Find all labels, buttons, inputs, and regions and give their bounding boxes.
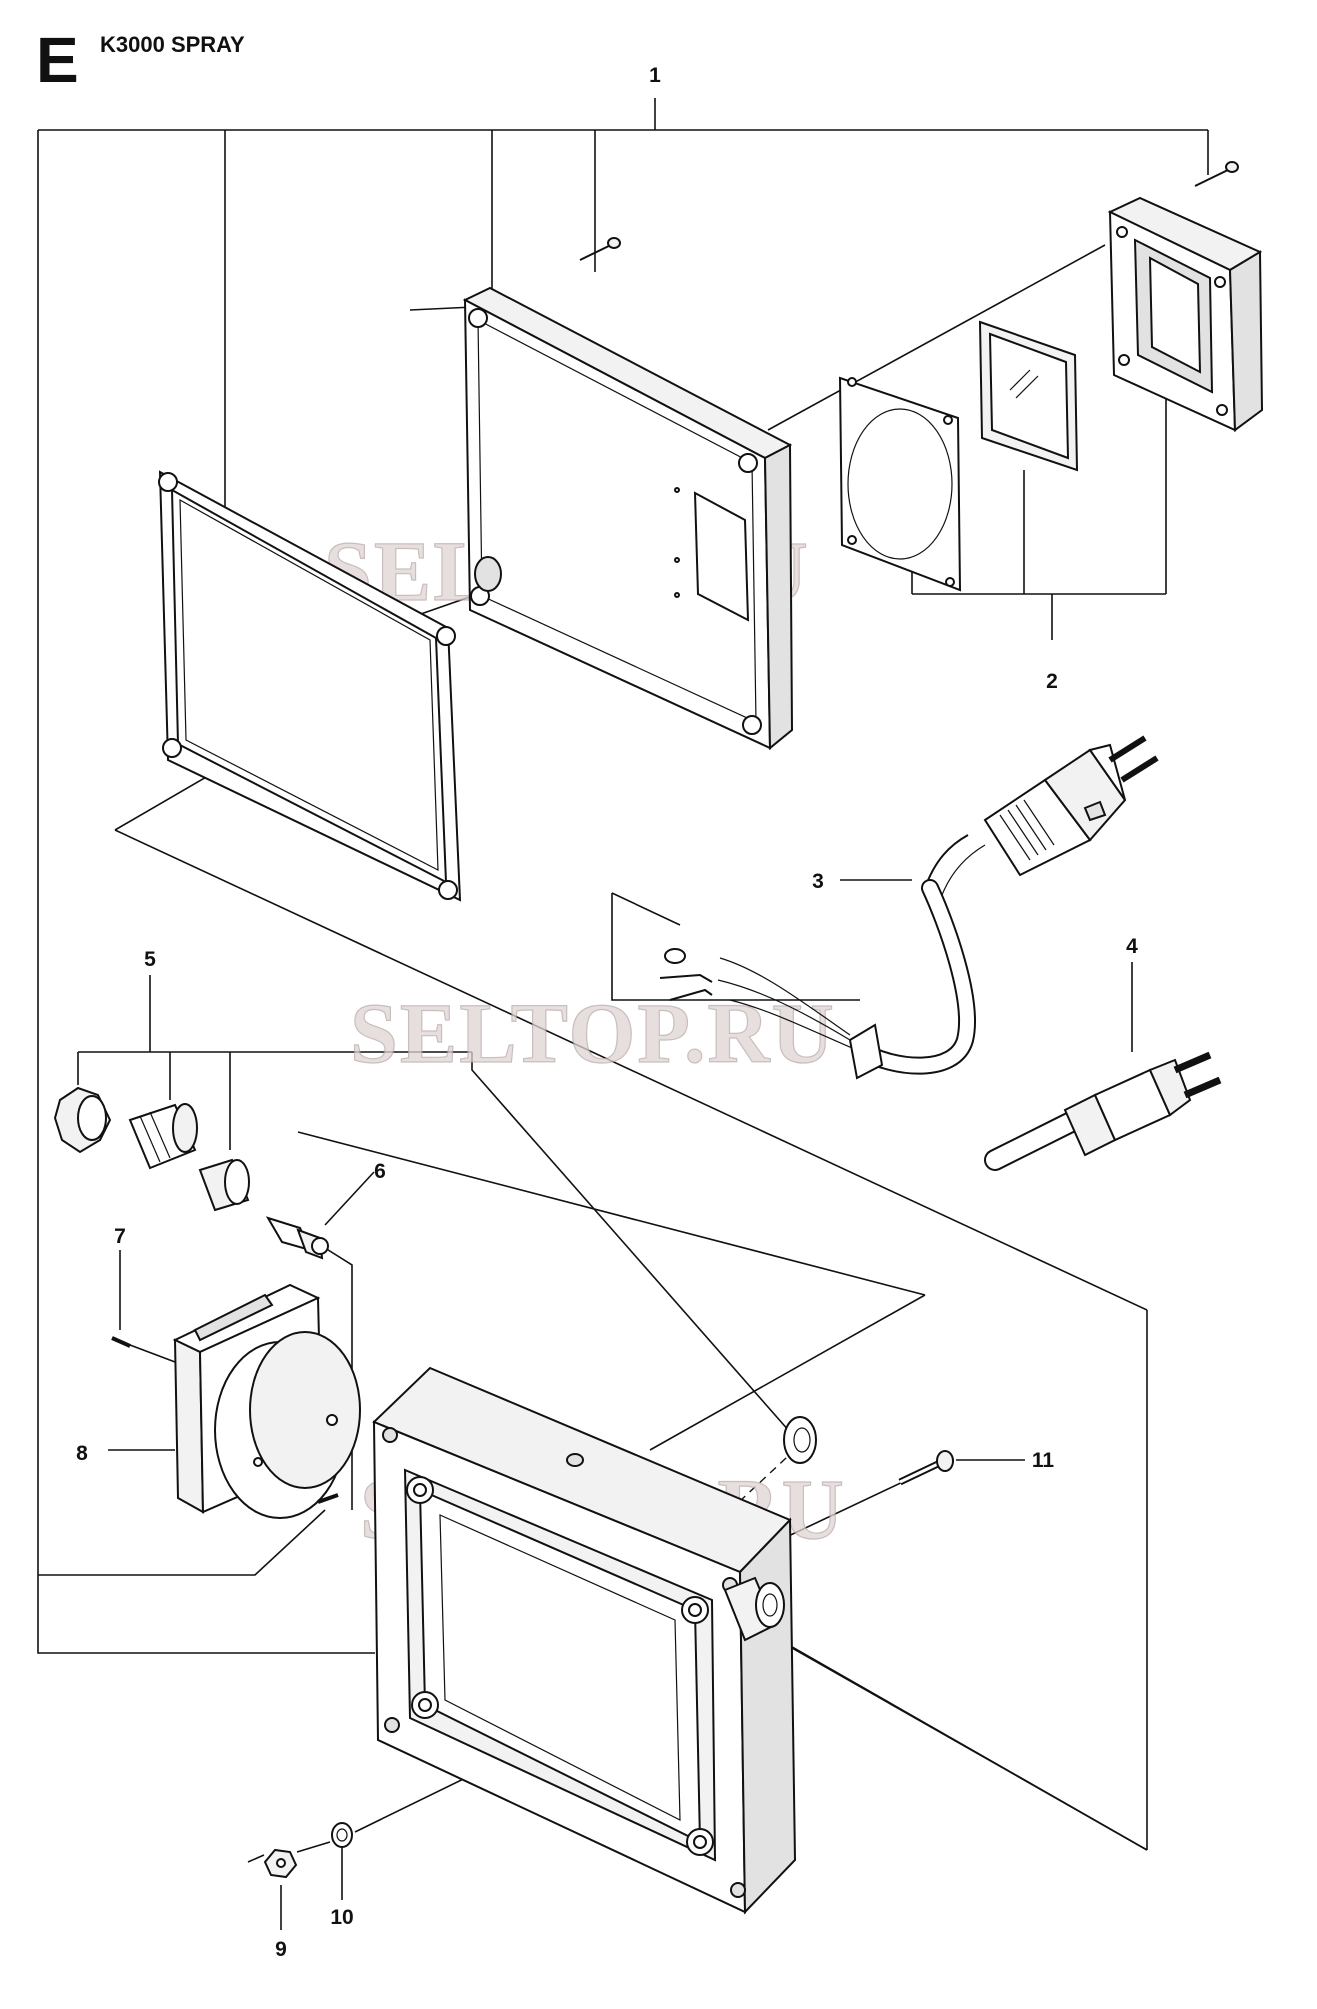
lid-housing	[462, 237, 794, 751]
page-title: K3000 SPRAY	[100, 32, 245, 57]
window-frame	[1107, 161, 1264, 432]
frame-screw	[1194, 161, 1239, 187]
callout-11: 11	[1032, 1449, 1055, 1472]
callout-8: 8	[76, 1442, 88, 1465]
callout-9: 9	[275, 1938, 287, 1961]
glass-window	[978, 320, 1079, 472]
callout-1: 1	[649, 64, 661, 87]
spacer-ring	[783, 1416, 817, 1464]
us-power-plug	[984, 1051, 1222, 1171]
long-screw	[898, 1450, 954, 1486]
watermark-2: SELTOP.RU	[350, 985, 836, 1081]
lid-screw	[579, 237, 621, 261]
section-letter: E	[36, 24, 79, 96]
cable-gland	[723, 1576, 785, 1642]
window-gasket	[838, 376, 962, 592]
callout-labels: 1 2 3 4 5 6 7 8 9 10 11	[76, 64, 1138, 1961]
callout-4: 4	[1126, 935, 1138, 958]
callout-5: 5	[144, 948, 156, 971]
eu-power-cable	[659, 735, 1159, 1080]
callout-2: 2	[1046, 670, 1058, 693]
connector-assembly	[53, 1086, 329, 1260]
lock-washer	[331, 1822, 353, 1848]
callout-6: 6	[374, 1160, 386, 1183]
callout-7: 7	[114, 1225, 126, 1248]
nut	[263, 1848, 298, 1879]
callout-10: 10	[330, 1906, 353, 1929]
lamp-unit	[111, 1283, 361, 1519]
electrical-box	[263, 1366, 954, 1915]
gasket-frame	[158, 470, 462, 902]
callout-3: 3	[812, 870, 824, 893]
